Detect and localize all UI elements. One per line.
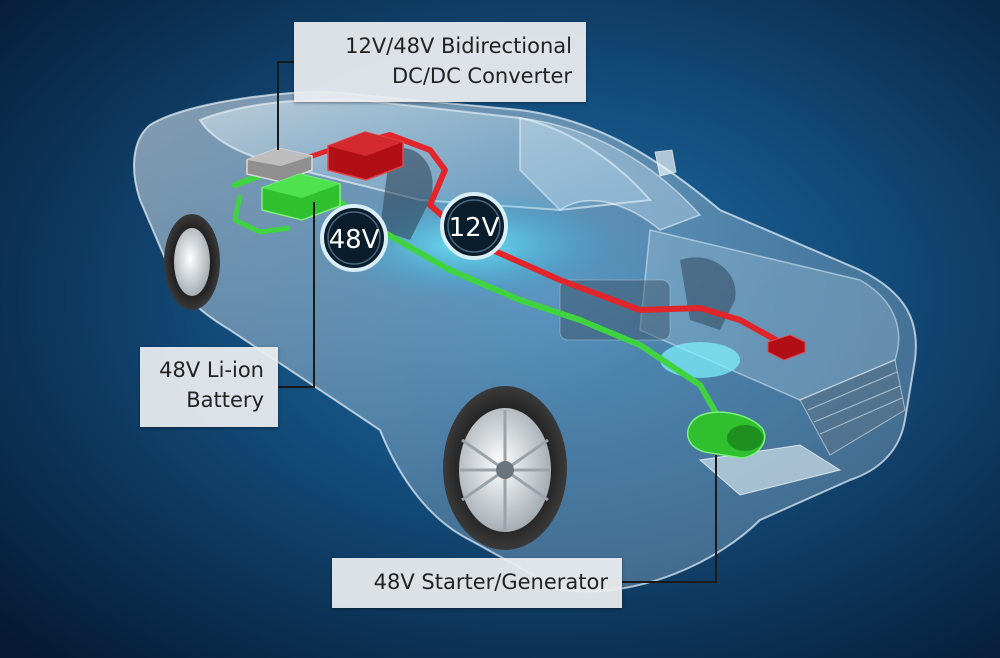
badge-12v-label: 12V — [449, 213, 500, 243]
car-glasshouse — [198, 98, 652, 212]
callout-battery-line2: Battery — [186, 388, 264, 412]
car-mirror — [654, 149, 677, 177]
callout-converter-line1: 12V/48V Bidirectional — [345, 34, 572, 58]
dcdc-converter-component — [246, 147, 313, 183]
engine-glow — [660, 342, 740, 378]
callout-battery-line1: 48V Li-ion — [159, 358, 264, 382]
callout-converter-line2: DC/DC Converter — [391, 64, 572, 88]
car-seat — [380, 148, 433, 240]
front-12v-component — [767, 334, 806, 361]
leader-line-converter — [277, 61, 294, 150]
callout-starter-generator: 48V Starter/Generator — [332, 558, 622, 608]
callout-dcdc-converter: 12V/48V Bidirectional DC/DC Converter — [294, 22, 586, 102]
rear-wheel-rim — [174, 228, 210, 296]
battery-48v-component — [261, 173, 341, 221]
leader-line-battery — [278, 202, 315, 388]
starter-generator-component — [686, 411, 766, 459]
callout-li-ion-battery: 48V Li-ion Battery — [140, 347, 278, 427]
callout-starter-line1: 48V Starter/Generator — [373, 570, 608, 594]
badge-12v: 12V — [440, 192, 508, 260]
battery-12v-component — [327, 131, 404, 181]
badge-48v: 48V — [320, 204, 388, 272]
badge-48v-label: 48V — [329, 225, 380, 255]
wire-48v-branch — [232, 194, 291, 235]
leader-line-starter — [622, 455, 717, 583]
car-windshield — [519, 117, 702, 231]
